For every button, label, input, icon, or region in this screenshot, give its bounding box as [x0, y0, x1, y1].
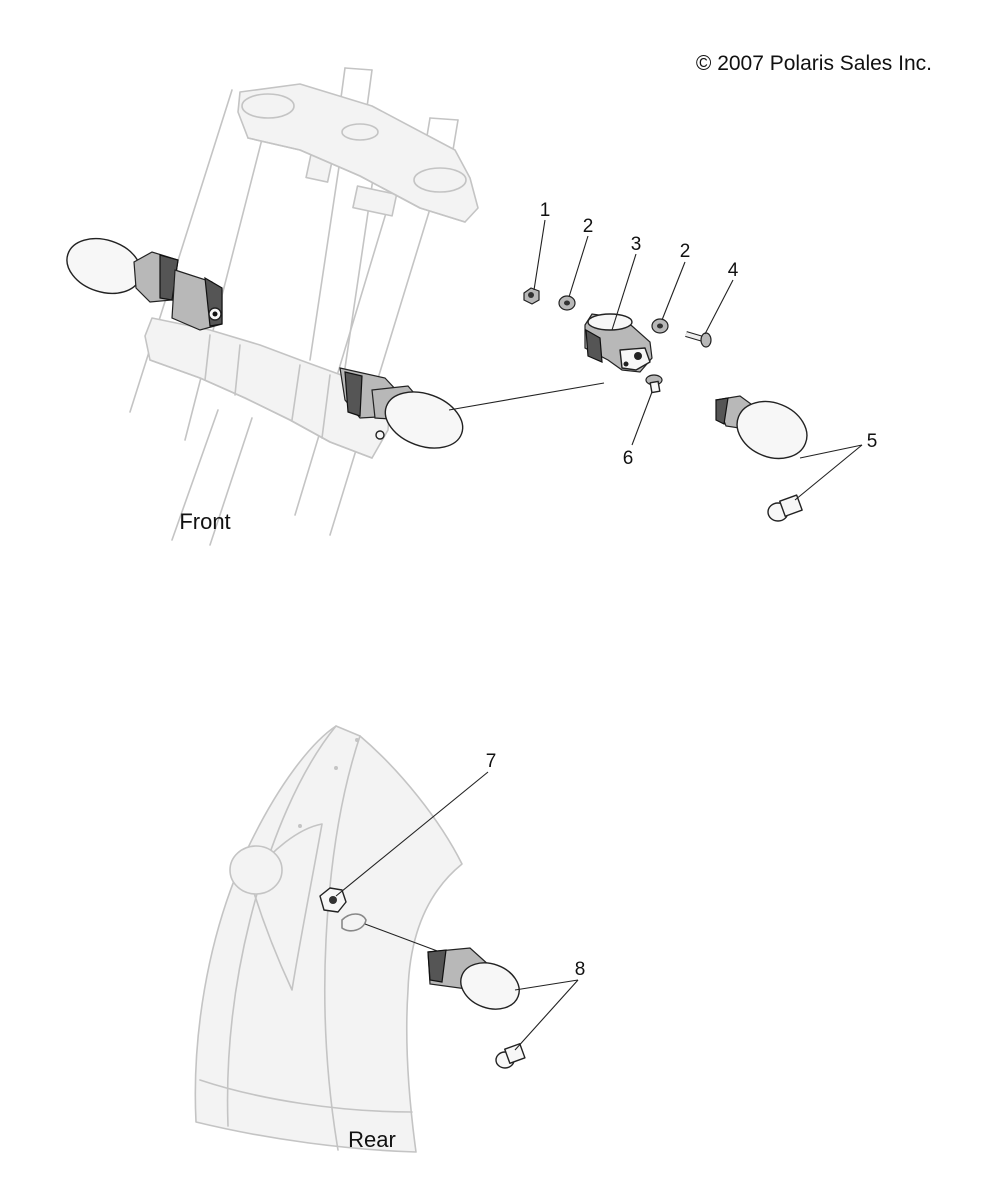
callout-3: 3 [631, 234, 642, 255]
rear-assembly-line [364, 923, 441, 953]
upper-triple-clamp [237, 83, 479, 223]
callout-2-left: 2 [583, 216, 594, 237]
rear-left-turn-signal [229, 845, 283, 895]
callout-4: 4 [728, 260, 739, 281]
callout-1: 1 [540, 200, 551, 221]
part-3-mount-clamp [584, 313, 653, 373]
front-right-turn-signal [371, 385, 464, 449]
callout-6: 6 [623, 448, 634, 469]
copyright-notice: © 2007 Polaris Sales Inc. [696, 52, 932, 75]
assembly-line [448, 382, 605, 411]
part-5-turn-signal [715, 395, 808, 460]
front-right-mount-bracket [339, 367, 399, 419]
callout-8: 8 [575, 959, 586, 980]
lower-triple-clamp [144, 317, 391, 459]
part-1-nut [523, 287, 540, 305]
rear-view: Rear [194, 725, 526, 1153]
part-6-bolt [645, 374, 663, 394]
part-8-turn-signal [427, 947, 520, 1010]
rear-fender [194, 725, 463, 1153]
front-left-mount-bracket [171, 269, 223, 331]
part-7-nut [319, 887, 367, 932]
front-view: Front [66, 67, 605, 546]
part-2-washer-left [558, 295, 576, 311]
exploded-parts [523, 287, 808, 522]
rear-view-label: Rear [348, 1127, 396, 1152]
part-4-screw [685, 331, 712, 348]
callouts: 1 2 3 2 4 5 6 7 8 [335, 200, 878, 1051]
callout-7: 7 [486, 751, 497, 772]
front-view-label: Front [179, 509, 230, 534]
part-8-bulb [495, 1043, 526, 1069]
part-2-washer-right [651, 318, 669, 334]
callout-2-right: 2 [680, 241, 691, 262]
front-left-turn-signal [66, 237, 179, 303]
callout-5: 5 [867, 431, 878, 452]
part-5-bulb [767, 494, 803, 522]
